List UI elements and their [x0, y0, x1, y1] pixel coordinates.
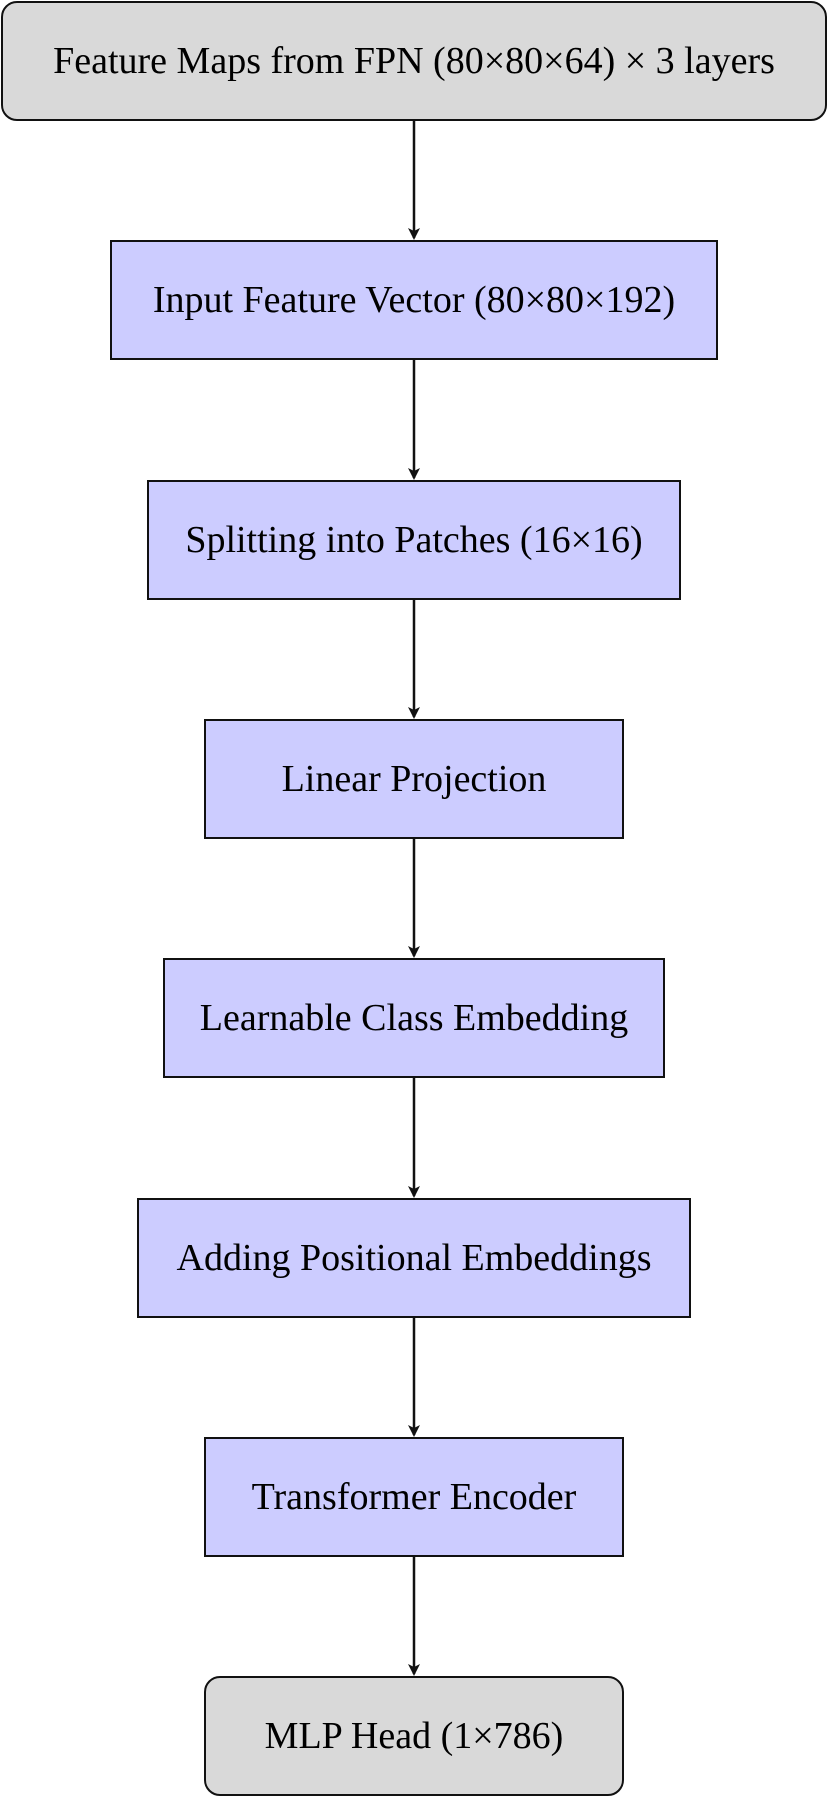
fpn-feature-maps-node: Feature Maps from FPN (80×80×64) × 3 lay…: [1, 1, 827, 121]
linear-projection-node: Linear Projection: [204, 719, 624, 839]
patch-splitting-node: Splitting into Patches (16×16): [147, 480, 681, 600]
input-feature-vector-node: Input Feature Vector (80×80×192): [110, 240, 718, 360]
mlp-head-node: MLP Head (1×786): [204, 1676, 624, 1796]
class-embedding-node: Learnable Class Embedding: [163, 958, 665, 1078]
positional-embeddings-node: Adding Positional Embeddings: [137, 1198, 691, 1318]
transformer-encoder-node: Transformer Encoder: [204, 1437, 624, 1557]
